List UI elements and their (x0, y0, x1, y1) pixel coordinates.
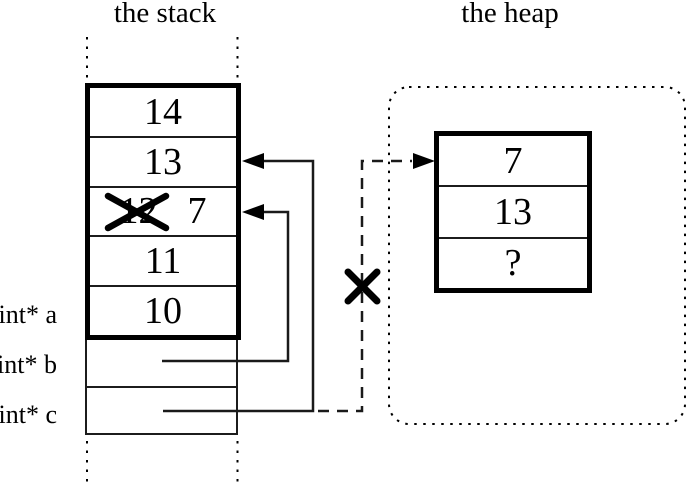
heap-cell-value: 13 (494, 190, 532, 233)
stack-cell-new-value: 7 (187, 190, 207, 233)
heap-cell-unknown: ? (439, 236, 587, 288)
stack-cell-value: 11 (144, 240, 182, 283)
stack-cell-10: 10 (90, 285, 236, 335)
broken-pointer-x-icon (344, 268, 381, 305)
stack-pointer-rows (85, 340, 238, 435)
pointer-c-arrowhead-icon (242, 153, 264, 169)
stack-frame-box: 14 13 12 7 11 10 (85, 83, 241, 340)
heap-cell-13: 13 (439, 185, 587, 236)
stack-cell-old-value: 12 (119, 190, 158, 233)
dashed-pointer-arrowhead-icon (413, 153, 435, 169)
pointer-row-c (87, 385, 236, 434)
pointer-b-arrowhead-icon (242, 204, 264, 220)
stack-title: the stack (113, 0, 217, 29)
stack-cell-value: 14 (144, 90, 182, 133)
heap-cell-7: 7 (439, 136, 587, 185)
var-label-a: int* a (0, 300, 57, 329)
heap-cell-value: ? (504, 242, 522, 285)
heap-cell-value: 7 (503, 139, 523, 182)
stack-cell-13: 13 (90, 135, 236, 186)
var-label-b: int* b (0, 350, 57, 379)
heap-object-box: 7 13 ? (434, 131, 592, 293)
stack-cell-14: 14 (90, 88, 236, 136)
stack-cell-11: 11 (90, 235, 236, 285)
var-label-c: int* c (0, 400, 57, 429)
pointer-row-b (87, 340, 236, 386)
stack-cell-value: 10 (144, 290, 182, 333)
stack-cell-value: 13 (144, 140, 182, 183)
stack-cell-modified: 12 7 (90, 185, 236, 236)
dashed-pointer-line (318, 159, 412, 413)
heap-title: the heap (461, 0, 559, 29)
